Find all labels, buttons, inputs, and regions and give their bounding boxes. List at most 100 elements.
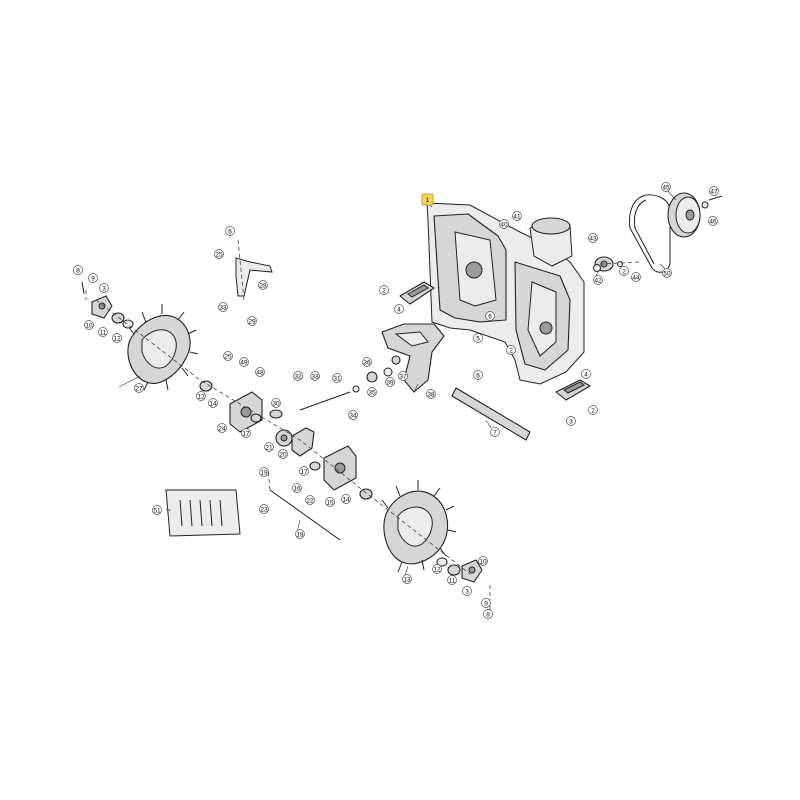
- callout-48[interactable]: 48: [255, 367, 265, 377]
- callout-8[interactable]: 8: [73, 265, 83, 275]
- worm-gear[interactable]: [275, 429, 293, 447]
- callout-13[interactable]: 13: [402, 574, 412, 584]
- callout-2[interactable]: 2: [619, 266, 629, 276]
- svg-text:27: 27: [135, 385, 143, 392]
- callout-29[interactable]: 29: [247, 316, 257, 326]
- bushing-12-left[interactable]: [199, 380, 213, 392]
- callout-25[interactable]: 25: [223, 351, 233, 361]
- gear-30[interactable]: [269, 409, 283, 419]
- callout-46[interactable]: 46: [708, 216, 718, 226]
- callout-28[interactable]: 28: [258, 280, 268, 290]
- bearing-flange-right[interactable]: [593, 256, 623, 272]
- callout-21[interactable]: 21: [264, 442, 274, 452]
- bushing-17a[interactable]: [250, 413, 262, 423]
- callout-42[interactable]: 42: [593, 275, 603, 285]
- callout-6[interactable]: 6: [225, 226, 235, 236]
- callout-41[interactable]: 41: [512, 211, 522, 221]
- callout-10[interactable]: 10: [478, 556, 488, 566]
- impeller[interactable]: [381, 323, 445, 393]
- callout-8[interactable]: 8: [483, 609, 493, 619]
- callout-35[interactable]: 35: [367, 387, 377, 397]
- callout-14[interactable]: 14: [208, 398, 218, 408]
- svg-text:12: 12: [113, 335, 121, 342]
- callout-37[interactable]: 37: [398, 371, 408, 381]
- callout-15[interactable]: 15: [325, 497, 335, 507]
- callout-32[interactable]: 32: [293, 371, 303, 381]
- callout-12[interactable]: 12: [196, 391, 206, 401]
- skid-shoe-bottom[interactable]: [555, 379, 591, 401]
- callout-34[interactable]: 34: [348, 410, 358, 420]
- callout-3[interactable]: 3: [462, 586, 472, 596]
- pulley-bolt[interactable]: [701, 195, 723, 209]
- callout-45[interactable]: 45: [661, 182, 671, 192]
- bushing-17b[interactable]: [309, 461, 321, 471]
- bracket-20[interactable]: [291, 427, 315, 457]
- bracket-28[interactable]: [235, 257, 273, 297]
- callout-16[interactable]: 16: [292, 483, 302, 493]
- scraper-bar[interactable]: [451, 387, 531, 441]
- callout-40[interactable]: 40: [499, 219, 509, 229]
- callout-19[interactable]: 19: [259, 467, 269, 477]
- auger-right[interactable]: [381, 480, 457, 573]
- callout-4[interactable]: 4: [394, 304, 404, 314]
- callout-36[interactable]: 36: [362, 357, 372, 367]
- pulley[interactable]: [667, 192, 701, 238]
- auger-shaft[interactable]: [299, 355, 401, 411]
- callout-18[interactable]: 18: [295, 529, 305, 539]
- callout-3[interactable]: 3: [99, 283, 109, 293]
- callout-2[interactable]: 2: [506, 345, 516, 355]
- callout-24[interactable]: 24: [217, 423, 227, 433]
- callout-39[interactable]: 39: [385, 377, 395, 387]
- bushing-12-right[interactable]: [359, 488, 373, 500]
- callout-6[interactable]: 6: [485, 311, 495, 321]
- skid-shoe-top[interactable]: [399, 281, 435, 305]
- callout-9[interactable]: 9: [88, 273, 98, 283]
- callout-47[interactable]: 47: [709, 186, 719, 196]
- callout-11[interactable]: 11: [98, 327, 108, 337]
- callout-17[interactable]: 17: [299, 466, 309, 476]
- svg-text:8: 8: [76, 267, 80, 274]
- drive-belt[interactable]: [629, 194, 671, 273]
- callout-44[interactable]: 44: [631, 272, 641, 282]
- callout-11[interactable]: 11: [447, 575, 457, 585]
- callout-30[interactable]: 30: [271, 398, 281, 408]
- callout-5[interactable]: 5: [473, 333, 483, 343]
- bearing-flange-left[interactable]: [91, 295, 134, 329]
- callout-3[interactable]: 3: [566, 416, 576, 426]
- callout-2[interactable]: 2: [588, 405, 598, 415]
- callout-6[interactable]: 6: [473, 370, 483, 380]
- callout-33[interactable]: 33: [218, 302, 228, 312]
- callout-9[interactable]: 9: [481, 598, 491, 608]
- callout-25[interactable]: 25: [214, 249, 224, 259]
- callout-14[interactable]: 14: [341, 494, 351, 504]
- svg-text:16: 16: [293, 485, 301, 492]
- shear-pin-kit[interactable]: [165, 489, 241, 537]
- callout-23[interactable]: 23: [259, 504, 269, 514]
- callout-4[interactable]: 4: [581, 369, 591, 379]
- callout-43[interactable]: 43: [588, 233, 598, 243]
- callout-20[interactable]: 20: [278, 449, 288, 459]
- callout-12[interactable]: 12: [112, 333, 122, 343]
- callout-7[interactable]: 7: [490, 427, 500, 437]
- callout-49[interactable]: 49: [239, 357, 249, 367]
- callout-31[interactable]: 31: [332, 373, 342, 383]
- callout-2[interactable]: 2: [379, 285, 389, 295]
- lower-shaft[interactable]: [269, 489, 341, 541]
- bolt-8-left[interactable]: [81, 281, 85, 295]
- callout-51[interactable]: 51: [152, 505, 162, 515]
- svg-text:32: 32: [294, 373, 302, 380]
- callout-50[interactable]: 50: [662, 268, 672, 278]
- bearing-flange-right-lower[interactable]: [436, 557, 483, 583]
- callout-17[interactable]: 17: [241, 428, 251, 438]
- callout-33[interactable]: 33: [310, 371, 320, 381]
- callout-22[interactable]: 22: [305, 495, 315, 505]
- svg-text:49: 49: [240, 359, 248, 366]
- gearbox-half-right[interactable]: [323, 445, 357, 491]
- gearbox-half-left[interactable]: [229, 391, 263, 433]
- callout-27[interactable]: 27: [134, 383, 144, 393]
- callout-1[interactable]: 1: [421, 193, 434, 206]
- callout-10[interactable]: 10: [84, 320, 94, 330]
- callout-12[interactable]: 12: [432, 564, 442, 574]
- auger-housing[interactable]: [426, 202, 585, 385]
- callout-38[interactable]: 38: [426, 389, 436, 399]
